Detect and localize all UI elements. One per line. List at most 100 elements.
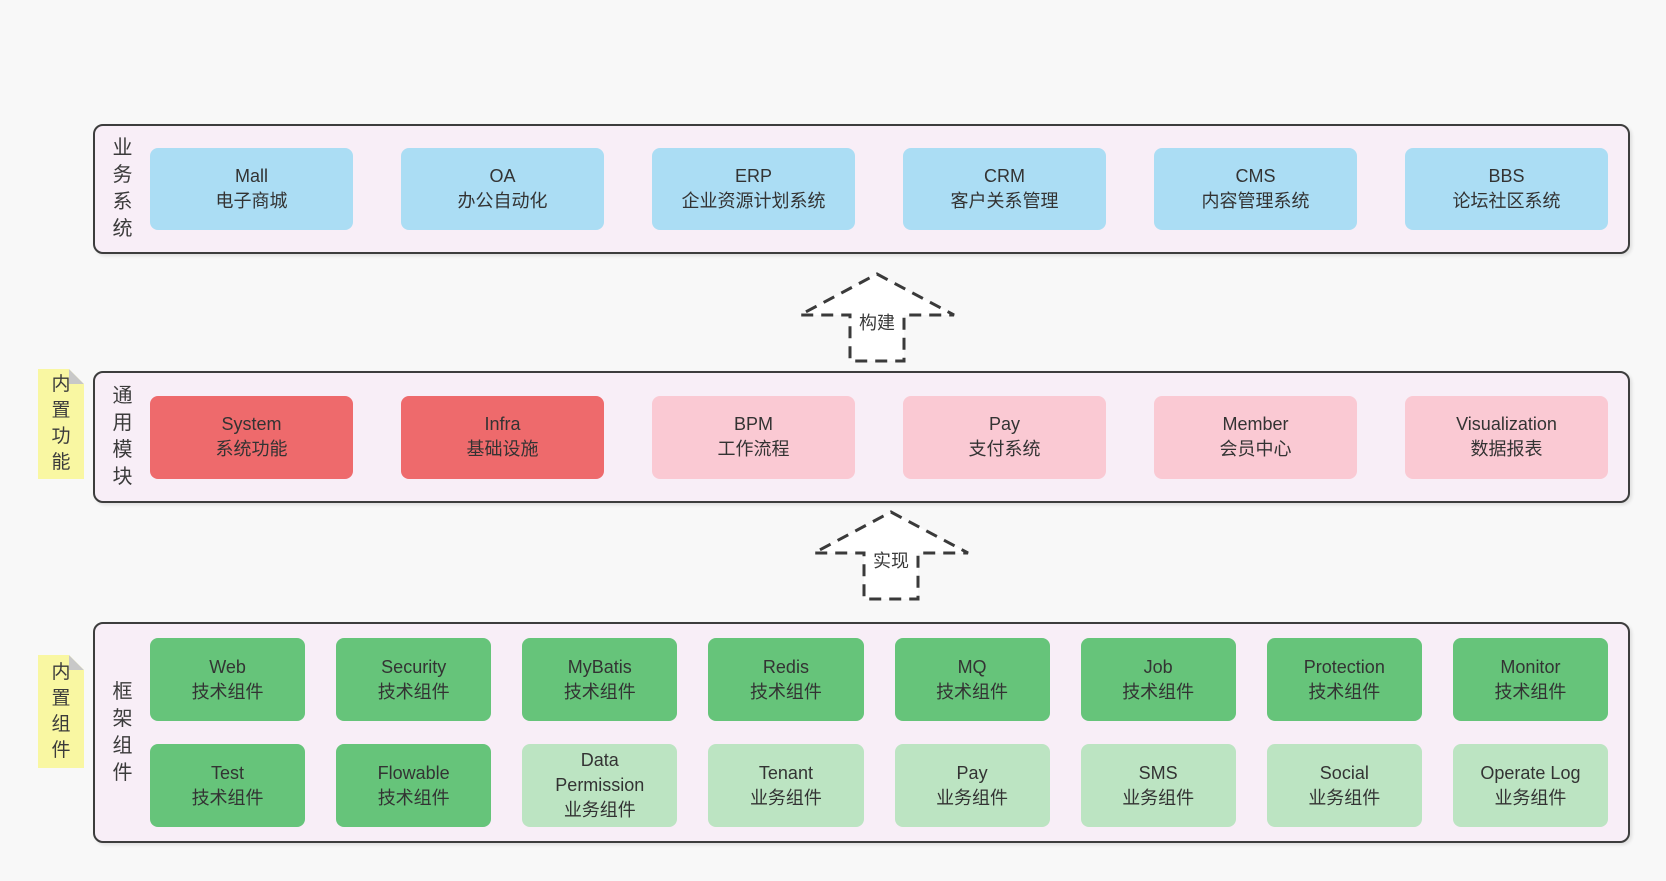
box-subtitle: 技术组件 — [749, 681, 822, 702]
block-arrow-up-icon: 构建 — [799, 272, 955, 363]
box-subtitle: 业务组件 — [1308, 787, 1381, 808]
box-subtitle: 企业资源计划系统 — [681, 191, 826, 211]
box-subtitle: 业务组件 — [1122, 787, 1195, 808]
sticky-label: 内置功能 — [51, 374, 71, 473]
box-title: MQ — [957, 656, 987, 677]
box-subtitle: 系统功能 — [215, 439, 288, 459]
box-subtitle: 基础设施 — [466, 439, 539, 459]
box-subtitle: 技术组件 — [563, 681, 636, 702]
box-subtitle: 技术组件 — [377, 787, 450, 808]
box-cms: CMS 内容管理系统 — [1154, 148, 1357, 230]
box-pay-system: Pay 支付系统 — [903, 395, 1106, 479]
box-member: Member 会员中心 — [1154, 395, 1357, 479]
box-title: Pay — [956, 762, 988, 783]
box-crm: CRM 客户关系管理 — [903, 148, 1106, 230]
box-title: Security — [381, 656, 447, 677]
box-title: BPM — [733, 414, 773, 434]
box-operate-log: Operate Log 业务组件 — [1452, 744, 1608, 827]
box-erp: ERP 企业资源计划系统 — [652, 148, 855, 230]
box-title: System — [221, 414, 282, 434]
box-title: CRM — [984, 166, 1025, 186]
box-title: Redis — [762, 656, 809, 677]
box-security: Security 技术组件 — [336, 638, 492, 721]
box-visualization: Visualization 数据报表 — [1405, 395, 1608, 479]
box-title: Member — [1222, 414, 1289, 434]
box-mq: MQ 技术组件 — [894, 638, 1050, 721]
arrow-build-up: 构建 — [792, 270, 962, 365]
box-bbs: BBS 论坛社区系统 — [1405, 148, 1608, 230]
business-boxes: Mall 电子商城 OA 办公自动化 ERP 企业资源计划系统 CRM 客户关系… — [150, 126, 1628, 252]
arrow-implement-up: 实现 — [806, 508, 976, 603]
box-mybatis: MyBatis 技术组件 — [522, 638, 678, 721]
box-subtitle: 技术组件 — [1308, 681, 1381, 702]
box-protection: Protection 技术组件 — [1266, 638, 1422, 721]
box-subtitle: 会员中心 — [1219, 439, 1292, 459]
box-title: Protection — [1303, 656, 1385, 677]
box-subtitle: 业务组件 — [749, 787, 822, 808]
arrow-build-label: 构建 — [859, 313, 895, 333]
box-subtitle: 数据报表 — [1470, 439, 1543, 459]
box-title: BBS — [1488, 166, 1525, 186]
box-subtitle: 技术组件 — [936, 681, 1009, 702]
box-subtitle: 技术组件 — [191, 787, 264, 808]
box-subtitle: 业务组件 — [563, 800, 636, 820]
box-title: OA — [489, 166, 516, 186]
box-subtitle: 技术组件 — [1494, 681, 1567, 702]
box-web: Web 技术组件 — [150, 638, 306, 721]
box-title: Operate Log — [1480, 762, 1581, 783]
box-bpm: BPM 工作流程 — [652, 395, 855, 479]
layer-label-wrap: 业务系统 — [95, 126, 150, 252]
folded-corner-icon — [69, 655, 84, 670]
box-subtitle: 办公自动化 — [457, 191, 548, 211]
box-subtitle: 客户关系管理 — [950, 191, 1059, 211]
component-row-2: Test 技术组件 Flowable 技术组件 Data Permission … — [150, 744, 1608, 827]
box-title: MyBatis — [567, 656, 632, 677]
component-rows: Web 技术组件 Security 技术组件 MyBatis 技术组件 Redi… — [150, 624, 1628, 841]
box-title: ERP — [734, 166, 772, 186]
box-title: Monitor — [1500, 656, 1561, 677]
component-row-1: Web 技术组件 Security 技术组件 MyBatis 技术组件 Redi… — [150, 638, 1608, 721]
box-oa: OA 办公自动化 — [401, 148, 604, 230]
layer-common-modules: 通用模块 System 系统功能 Infra 基础设施 BPM 工作流程 Pay… — [93, 371, 1630, 503]
block-arrow-up-icon: 实现 — [813, 510, 969, 601]
box-title: Web — [209, 656, 246, 677]
folded-corner-icon — [69, 369, 84, 384]
box-title: SMS — [1138, 762, 1178, 783]
box-subtitle: 支付系统 — [968, 439, 1041, 459]
box-title: Tenant — [758, 762, 813, 783]
box-redis: Redis 技术组件 — [708, 638, 864, 721]
box-subtitle: 工作流程 — [717, 439, 790, 459]
box-data-permission: Data Permission 业务组件 — [522, 744, 678, 827]
box-test: Test 技术组件 — [150, 744, 306, 827]
box-infra: Infra 基础设施 — [401, 395, 604, 479]
layer-label-business: 业务系统 — [112, 137, 133, 240]
box-subtitle: 业务组件 — [936, 787, 1009, 808]
box-mall: Mall 电子商城 — [150, 148, 353, 230]
box-pay-component: Pay 业务组件 — [894, 744, 1050, 827]
box-title: Social — [1319, 762, 1369, 783]
box-title: Job — [1143, 656, 1173, 677]
box-title: Visualization — [1456, 414, 1557, 434]
module-boxes: System 系统功能 Infra 基础设施 BPM 工作流程 Pay 支付系统… — [150, 373, 1628, 501]
box-tenant: Tenant 业务组件 — [708, 744, 864, 827]
box-job: Job 技术组件 — [1080, 638, 1236, 721]
box-system: System 系统功能 — [150, 395, 353, 479]
box-subtitle: 技术组件 — [1122, 681, 1195, 702]
box-subtitle: 内容管理系统 — [1201, 191, 1310, 211]
layer-label-wrap: 通用模块 — [95, 373, 150, 501]
box-subtitle: 电子商城 — [215, 191, 288, 211]
box-social: Social 业务组件 — [1266, 744, 1422, 827]
sticky-note-built-in-features: 内置功能 — [38, 369, 84, 479]
sticky-note-built-in-components: 内置组件 — [38, 655, 84, 768]
box-title: Mall — [234, 166, 268, 186]
box-monitor: Monitor 技术组件 — [1452, 638, 1608, 721]
layer-label-wrap: 框架组件 — [95, 624, 150, 841]
box-title: Data Permission — [555, 750, 645, 795]
arrow-implement-label: 实现 — [873, 551, 909, 571]
box-flowable: Flowable 技术组件 — [336, 744, 492, 827]
box-sms: SMS 业务组件 — [1080, 744, 1236, 827]
box-title: Test — [211, 762, 245, 783]
sticky-label: 内置组件 — [51, 661, 71, 761]
layer-label-components: 框架组件 — [112, 680, 133, 784]
